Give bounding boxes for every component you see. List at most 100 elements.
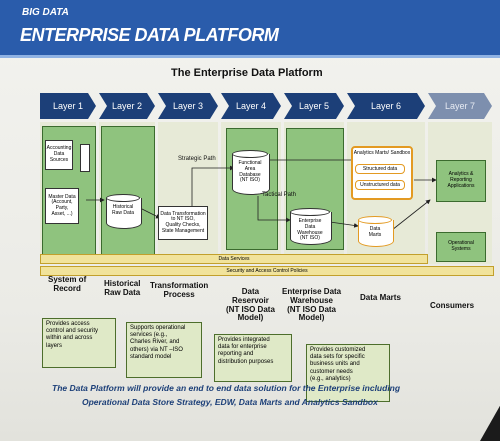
master-data-line-2: (Account, — [51, 199, 73, 206]
arrow-edw-to-marts — [329, 221, 359, 228]
edw-line-4: (NT ISO) — [300, 235, 320, 242]
desc-2-line-2: services (e.g., — [130, 332, 168, 339]
apps-line-2: Reporting — [450, 177, 472, 184]
category-transformation-process: Transformation Process — [150, 281, 209, 300]
desc-2-line-1: Supports operational — [130, 325, 186, 331]
layer-6-chevron: Layer 6 — [347, 93, 425, 119]
edw-line-3: Warehouse — [297, 229, 323, 236]
category-data-marts: Data Marts — [360, 293, 401, 303]
layer-6-label: Layer 6 — [370, 101, 402, 111]
cat-2-line-2: Raw Data — [104, 287, 141, 297]
category-consumers: Consumers — [430, 301, 475, 311]
footer-line-1: The Data Platform will provide an end to… — [52, 383, 401, 393]
layer-1-chevron: Layer 1 — [40, 93, 96, 119]
arrow-functional-to-edw — [257, 196, 291, 223]
opsys-line-2: Systems — [451, 246, 471, 252]
historical-raw-line-2: Raw Data — [112, 209, 134, 216]
transformation-line-3: Quality Checks, — [165, 222, 201, 228]
layer-4-chevron: Layer 4 — [221, 93, 281, 119]
layer-2-chevron: Layer 2 — [99, 93, 155, 119]
layer-4-label: Layer 4 — [235, 101, 267, 111]
cat-5-line-1: Enterprise Data — [282, 287, 342, 296]
analytics-marts-title: Analytics Marts/ Sandbox — [353, 150, 411, 156]
operational-systems-box: Operational Systems — [436, 232, 486, 262]
analytics-reporting-apps-box: Analytics & Reporting Applications — [436, 160, 486, 202]
layer-5-chevron: Layer 5 — [284, 93, 344, 119]
functional-line-3: Database — [239, 171, 261, 178]
master-data-box: Master Data (Account, Party, Asset, ...) — [45, 188, 79, 224]
data-marts-line-2: Marts — [368, 231, 382, 238]
arrow-marts-to-apps — [391, 199, 431, 231]
desc-2-line-4: others) via NT –ISO — [130, 346, 183, 353]
layer-3-area — [158, 122, 218, 264]
apps-line-3: Applications — [447, 182, 475, 189]
desc-3-line-1: Provides integrated — [218, 337, 270, 343]
vertical-connector-box — [80, 144, 90, 172]
category-system-of-record: System of Record — [48, 275, 87, 294]
master-data-line-1: Master Data — [48, 193, 76, 200]
arrow-transform-to-functional — [191, 165, 235, 206]
transformation-line-4: State Management — [161, 227, 205, 234]
cat-5-line-2: Warehouse — [290, 295, 333, 305]
header-kicker: BIG DATA — [22, 7, 69, 18]
desc-1-line-2: control and security — [46, 328, 99, 335]
strategic-path-label: Strategic Path — [178, 156, 216, 162]
layer-2-green-container — [101, 126, 155, 256]
layer-5-label: Layer 5 — [298, 101, 330, 111]
footer-line-2: Operational Data Store Strategy, EDW, Da… — [82, 397, 378, 407]
arrow-raw-to-transform — [139, 207, 161, 219]
desc-4-line-1: Provides customized — [310, 347, 366, 353]
cat-3-line-2: Process — [163, 289, 195, 299]
header-title: ENTERPRISE DATA PLATFORM — [20, 25, 279, 45]
desc-4-line-5: (e.g., analytics) — [310, 375, 351, 382]
desc-2-line-5: standard model — [130, 353, 172, 360]
data-marts-line-1: Data — [369, 226, 381, 232]
description-access-control: Provides access control and security wit… — [42, 318, 116, 368]
unstructured-data-label: Unstructured data — [360, 182, 400, 188]
apps-line-1: Analytics & — [448, 171, 474, 178]
cat-7-line-1: Consumers — [430, 301, 475, 310]
desc-3-line-2: data for enterprise — [218, 344, 267, 351]
desc-4-line-2: data sets for specific — [310, 354, 365, 361]
accounting-data-sources-box: Accounting Data Sources — [45, 140, 73, 170]
functional-line-1: Functional — [238, 160, 262, 166]
layer-2-label: Layer 2 — [111, 101, 143, 111]
security-access-band: Security and Access Control Policies — [40, 266, 494, 276]
header-underline — [0, 55, 500, 58]
functional-line-4: (NT ISO) — [240, 177, 260, 184]
structured-data-box: Structured data — [355, 164, 405, 174]
slide-header-bar — [0, 0, 500, 55]
cat-3-line-1: Transformation — [150, 281, 209, 290]
desc-4-line-4: customer needs — [310, 368, 353, 375]
functional-line-2: Area — [244, 165, 256, 172]
unstructured-data-box: Unstructured data — [355, 180, 405, 190]
cat-4-line-1: Data — [241, 287, 260, 296]
category-historical-raw-data: Historical Raw Data — [104, 279, 141, 298]
edw-line-1: Enterprise — [298, 218, 322, 224]
cat-4-line-2: Reservoir — [231, 295, 269, 305]
cat-2-line-1: Historical — [104, 279, 141, 288]
description-customized-data: Provides customized data sets for specif… — [306, 344, 390, 402]
structured-data-label: Structured data — [362, 166, 398, 172]
accounting-line-1: Accounting — [46, 145, 72, 152]
functional-area-database-cylinder: Functional Area Database (NT ISO) — [232, 150, 270, 195]
transformation-line-2: to NT ISO, — [171, 216, 195, 223]
cat-1-line-1: System of — [48, 275, 87, 284]
cat-1-line-2: Record — [53, 283, 81, 293]
historical-raw-line-1: Historical — [112, 204, 134, 210]
accounting-line-3: Sources — [49, 156, 69, 163]
layer-1-label: Layer 1 — [52, 101, 84, 111]
master-data-line-4: Asset, ...) — [51, 210, 73, 217]
diagram-title: The Enterprise Data Platform — [171, 67, 323, 79]
master-data-line-3: Party, — [55, 205, 69, 211]
data-services-label: Data Services — [218, 256, 250, 262]
cat-4-line-3: (NT ISO Data — [226, 304, 275, 314]
enterprise-data-warehouse-cylinder: Enterprise Data Warehouse (NT ISO) — [290, 208, 332, 245]
description-operational-services: Supports operational services (e.g., Cha… — [126, 322, 202, 378]
layer-7-label: Layer 7 — [444, 101, 476, 111]
category-enterprise-data-warehouse: Enterprise Data Warehouse (NT ISO Data M… — [282, 287, 342, 323]
data-transformation-box: Data Transformation to NT ISO, Quality C… — [158, 206, 208, 240]
accounting-line-2: Data — [53, 151, 65, 158]
